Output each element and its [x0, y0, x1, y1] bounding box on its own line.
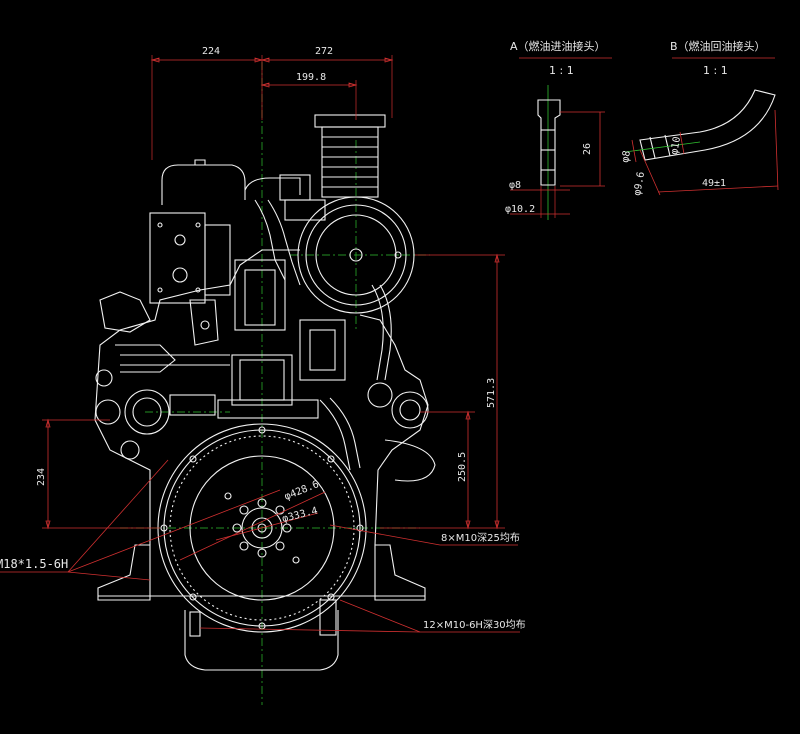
dim-272: 272: [315, 46, 333, 57]
dim-dia-333: φ333.4: [281, 505, 319, 524]
dim-199-8: 199.8: [296, 72, 326, 83]
callout-leaders: [0, 459, 520, 633]
dim-571-3: 571.3: [486, 378, 497, 408]
callout-holes-bottom: 12×M10-6H深30均布: [423, 619, 526, 631]
detail-a-dim-26: 26: [582, 143, 593, 155]
detail-a-scale: 1 : 1: [549, 64, 574, 77]
dim-234: 234: [36, 468, 47, 486]
detail-a: A（燃油进油接头） 1 : 1 φ8 φ10.2 26: [505, 39, 612, 220]
callout-holes-top: 8×M10深25均布: [441, 532, 520, 544]
centerlines: [120, 62, 430, 705]
dim-dia-428: φ428.6: [283, 479, 321, 503]
detail-b-dim-49: 49±1: [702, 178, 726, 189]
detail-b-scale: 1 : 1: [703, 64, 728, 77]
detail-b-title: B（燃油回油接头）: [670, 39, 766, 53]
callout-thread-left: M18*1.5-6H: [0, 557, 68, 571]
detail-b-dim-d9: φ9.6: [632, 171, 647, 197]
engine-body: [94, 114, 436, 671]
callout-labels: M18*1.5-6H 8×M10深25均布 12×M10-6H深30均布: [0, 532, 526, 631]
detail-a-title: A（燃油进油接头）: [510, 39, 606, 53]
detail-b-dim-d10: φ10: [669, 136, 683, 156]
dimensions: [42, 55, 505, 561]
detail-b: B（燃油回油接头） 1 : 1 φ8 φ10 φ9.6 49±1: [620, 39, 779, 197]
detail-a-dim-d8: φ8: [509, 180, 521, 191]
detail-a-dim-d10: φ10.2: [505, 204, 535, 215]
dimension-labels: 224 272 199.8 571.3 250.5 234 φ428.6 φ33…: [36, 46, 497, 525]
dim-224: 224: [202, 46, 220, 57]
detail-b-dim-d8: φ8: [620, 150, 633, 164]
dim-250-5: 250.5: [457, 452, 468, 482]
